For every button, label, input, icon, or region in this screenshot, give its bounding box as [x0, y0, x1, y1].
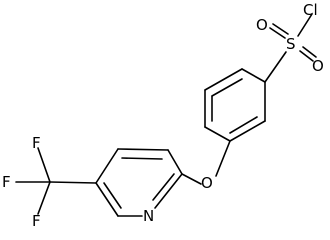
bond — [49, 181, 97, 184]
bond-lines — [15, 13, 317, 217]
bond — [121, 157, 163, 160]
bond — [152, 173, 175, 201]
fluorine-left-label: F — [2, 173, 11, 191]
molecule-diagram: Cl S O O O N F F F — [2, 1, 324, 229]
bond — [302, 46, 317, 58]
bond — [297, 13, 313, 37]
bond — [215, 140, 231, 177]
oxygen-lower-label: O — [312, 57, 324, 75]
bond — [154, 173, 183, 209]
bond — [204, 126, 231, 142]
bond — [229, 116, 258, 134]
bond — [299, 50, 314, 62]
bond — [229, 120, 266, 142]
bond — [181, 173, 202, 185]
ether-oxygen-label: O — [201, 174, 213, 192]
nitrogen-label: N — [143, 207, 154, 225]
sulfur-label: S — [286, 35, 296, 53]
bond — [167, 149, 183, 175]
fluorine-top-label: F — [32, 134, 41, 152]
bond — [95, 182, 119, 217]
bond — [264, 51, 287, 83]
bond — [103, 182, 122, 209]
bond — [37, 181, 51, 215]
bond — [95, 148, 119, 184]
oxygen-upper-label: O — [256, 16, 268, 34]
bond — [211, 78, 243, 97]
bond — [37, 147, 51, 183]
bond — [241, 68, 266, 83]
fluorine-bottom-label: F — [32, 212, 41, 229]
bond — [272, 23, 289, 35]
bond — [117, 148, 169, 151]
bond — [269, 27, 286, 39]
chlorine-label: Cl — [303, 1, 318, 19]
bond — [204, 68, 243, 91]
atom-labels: Cl S O O O N F F F — [2, 1, 324, 229]
